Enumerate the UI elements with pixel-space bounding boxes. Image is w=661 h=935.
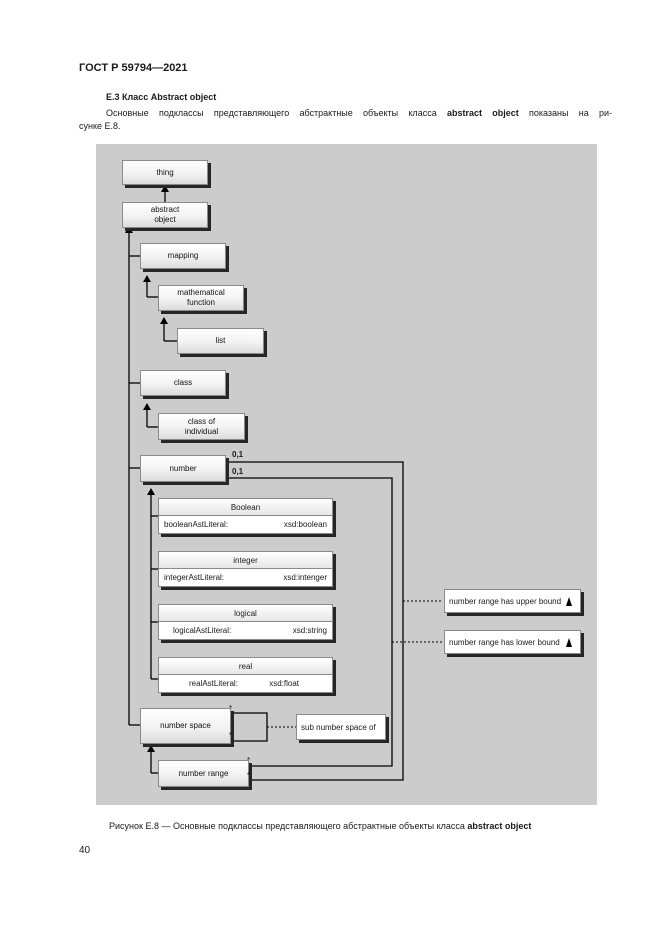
class-box-logical: logical logicalAstLiteral: xsd:string [158,604,333,640]
multiplicity-many: * [247,771,251,780]
multiplicity-many: * [247,756,251,765]
multiplicity-upper: 0,1 [232,450,244,459]
class-diagram: thing abstract object mapping mathematic… [96,144,597,805]
class-box-real: real realAstLiteral: xsd:float [158,657,333,693]
class-box-class-of-individual: class of individual [158,413,245,440]
class-box-integer: integer integerAstLiteral: xsd:intenger [158,551,333,587]
attribute-name: realAstLiteral: [189,679,238,688]
direction-triangle-icon [566,597,572,606]
figure-caption: Рисунок Е.8 — Основные подклассы предста… [109,821,531,831]
caption-bold-term: abstract object [467,821,532,831]
attribute-type: xsd:float [269,679,299,688]
multiplicity-many: * [229,731,233,740]
class-box-thing: thing [122,160,208,185]
attribute-name: logicalAstLiteral: [173,626,232,635]
multiplicity-lower: 0,1 [232,467,244,476]
attribute-type: xsd:string [292,626,327,635]
class-title: real [159,658,332,675]
class-title: Boolean [159,499,332,516]
attribute-type: xsd:boolean [283,520,327,529]
class-box-number: number [140,455,226,482]
relation-box-upper-bound: number range has upper bound [444,589,581,613]
class-title: integer [159,552,332,569]
direction-triangle-icon [566,638,572,647]
class-box-list: list [177,328,264,354]
paragraph-bold-term: abstract object [446,108,519,118]
class-attribute: realAstLiteral: xsd:float [159,675,332,692]
relation-box-sub-number-space-of: sub number space of [296,714,386,740]
attribute-type: xsd:intenger [283,573,327,582]
class-attribute: logicalAstLiteral: xsd:string [159,622,332,639]
class-box-abstract-object: abstract object [122,202,208,228]
page-number: 40 [79,845,91,856]
class-title: logical [159,605,332,622]
multiplicity-many: * [229,704,233,713]
paragraph-line-1: Основные подклассы представляющего абстр… [106,108,612,118]
diagram-connectors [125,185,443,781]
relation-box-lower-bound: number range has lower bound [444,630,581,654]
relation-label: number range has upper bound [449,596,562,606]
generalization-arrowheads [125,185,169,752]
class-box-number-space: number space [140,708,231,744]
paragraph-line-2: сунке Е.8. [79,121,121,131]
class-attribute: integerAstLiteral: xsd:intenger [159,569,332,586]
class-box-mathematical-function: mathematical function [158,285,244,311]
document-header: ГОСТ Р 59794—2021 [79,62,188,74]
class-box-boolean: Boolean booleanAstLiteral: xsd:boolean [158,498,333,534]
attribute-name: booleanAstLiteral: [164,520,229,529]
section-title: Е.3 Класс Abstract object [106,92,217,102]
class-box-mapping: mapping [140,243,226,269]
paragraph-text: Основные подклассы представляющего абстр… [106,108,447,118]
caption-text: Рисунок Е.8 — Основные подклассы предста… [109,821,468,831]
class-box-number-range: number range [158,760,249,787]
paragraph-text-end: показаны на ри- [518,108,612,118]
attribute-name: integerAstLiteral: [164,573,225,582]
relation-label: number range has lower bound [449,637,560,647]
class-attribute: booleanAstLiteral: xsd:boolean [159,516,332,533]
class-box-class: class [140,370,226,396]
